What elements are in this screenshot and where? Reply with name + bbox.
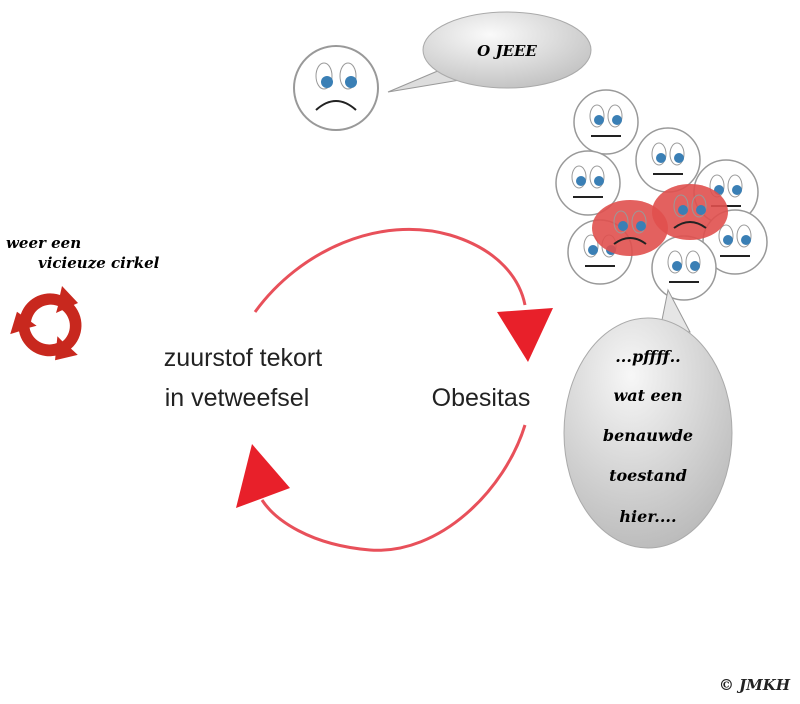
neutral-face-icon xyxy=(651,235,717,301)
bottom-speech-bubble: ...pffff.. wat een benauwde toestand hie… xyxy=(563,288,733,549)
bubble-line-4: toestand xyxy=(609,466,687,485)
arrow-bottom-head xyxy=(236,444,290,508)
top-speech-bubble: O JEEE xyxy=(387,11,592,93)
top-bubble-text: O JEEE xyxy=(477,42,537,60)
bubble-line-1: ...pffff.. xyxy=(615,347,681,366)
sad-face-icon xyxy=(293,45,379,131)
neutral-face-icon xyxy=(555,150,621,216)
recycle-cycle-icon xyxy=(2,286,99,371)
title-line1: weer een xyxy=(6,234,81,252)
node-obesitas: Obesitas xyxy=(432,384,531,412)
copyright: © JMKH xyxy=(719,676,791,694)
neutral-face-icon xyxy=(635,127,701,193)
node-left-line1: zuurstof tekort xyxy=(164,344,322,372)
face-crowd xyxy=(555,89,768,301)
neutral-face-icon xyxy=(573,89,639,155)
sad-face-icon xyxy=(592,200,668,256)
bubble-line-3: benauwde xyxy=(603,426,693,445)
sad-face-icon xyxy=(652,184,728,240)
arrow-bottom-arc xyxy=(260,424,527,552)
arrow-top-head xyxy=(497,308,553,362)
bubble-line-2: wat een xyxy=(613,386,682,405)
arrow-top-arc xyxy=(253,227,527,313)
bubble-line-5: hier.... xyxy=(619,507,676,526)
node-left-line2: in vetweefsel xyxy=(165,384,310,412)
title-line2: vicieuze cirkel xyxy=(38,254,160,272)
